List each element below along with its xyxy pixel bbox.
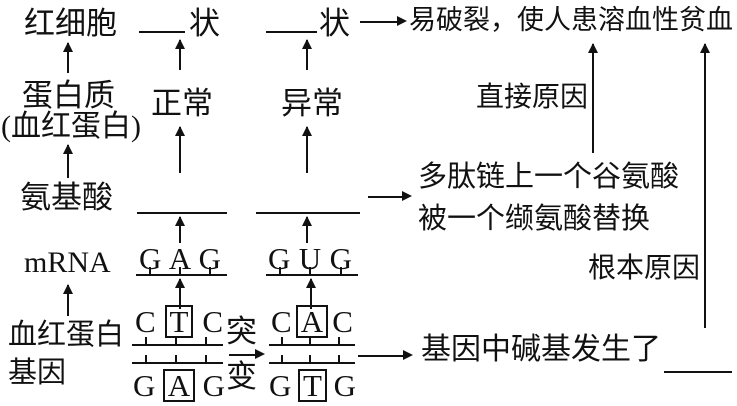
base: A [168,241,192,276]
base: G [268,241,291,276]
shape-blank-abnormal [266,31,317,33]
base: C [202,304,223,340]
arrow-up-blank-to-normal-icon [175,126,185,173]
red-blood-cell-label: 红细胞 [24,6,117,41]
base: G [269,368,292,404]
abnormal-label: 异常 [281,86,343,121]
arrow-right-to-gene-change-icon [358,350,413,360]
shape-suffix-normal: 状 [189,6,220,41]
dna-backbone-normal-bottom [132,355,223,364]
polypeptide-note-line2: 被一个缬氨酸替换 [418,203,651,235]
amino-blank-normal [137,212,227,214]
base: C [135,304,156,340]
mutation-char-top: 突 [226,314,257,349]
base: G [202,368,225,404]
base: U [298,241,322,276]
arrow-up-amino-to-protein-icon [63,144,73,178]
mutation-char-bottom: 变 [226,359,257,394]
base-boxed: A [295,305,329,339]
mutant-dna-top-strand: C A C [271,304,353,340]
shape-suffix-abnormal: 状 [319,6,350,41]
arrow-up-normal-to-shape-icon [175,39,185,70]
arrow-up-gug-to-blank-icon [302,216,312,243]
base: G [333,368,356,404]
result-text: 易破裂，使人患溶血性贫血 [409,5,733,35]
arrow-up-dna-to-mrna-normal-icon [175,278,185,309]
base: G [329,241,352,276]
arrow-up-protein-to-cell-icon [63,42,73,73]
base: C [332,304,353,340]
gene-base-change-text: 基因中碱基发生了 [421,333,661,366]
mutant-dna-bottom-strand: G T G [269,368,356,404]
arrow-up-root-cause-icon [700,43,710,328]
dna-backbone-normal-top [132,337,223,346]
mutant-mrna-codon: G U G [268,243,352,274]
gene-label-line2: 基因 [8,357,67,389]
mrna-label: mRNA [24,246,111,279]
mrna-backbone-mutant [266,267,358,276]
polypeptide-note-line1: 多肽链上一个谷氨酸 [418,161,680,193]
arrow-up-abnormal-to-shape-icon [302,39,312,70]
arrow-up-dna-to-mrna-mutant-icon [306,278,316,309]
direct-cause-label: 直接原因 [476,82,589,113]
mrna-backbone-normal [136,267,227,276]
amino-blank-abnormal [256,212,360,214]
base: C [271,304,292,340]
arrow-right-to-polypeptide-icon [368,191,412,201]
normal-dna-bottom-strand: G A G [133,368,225,404]
amino-acid-label: 氨基酸 [20,180,113,215]
base: G [198,241,221,276]
shape-blank-normal [139,31,185,33]
root-cause-label: 根本原因 [588,253,701,284]
normal-label: 正常 [151,86,213,121]
dna-backbone-mutant-bottom [269,355,355,364]
normal-dna-top-strand: C T C [135,304,223,340]
arrow-right-to-result-icon [360,16,407,26]
hemoglobin-paren-label: (血红蛋白) [1,110,141,143]
arrow-up-blank-to-abnormal-icon [302,126,312,173]
arrow-up-gene-to-mrna-icon [63,284,73,316]
base-boxed: T [298,369,327,403]
normal-mrna-codon: G A G [139,243,221,274]
base: G [133,368,156,404]
dna-backbone-mutant-top [269,337,355,346]
protein-label: 蛋白质 [22,78,115,113]
base-boxed: T [164,305,194,339]
gene-label-line1: 血红蛋白 [8,319,125,351]
base: G [139,241,162,276]
base-boxed: A [162,369,196,403]
mutation-arrow-icon [229,349,265,359]
arrow-up-gag-to-blank-icon [175,216,185,243]
gene-change-blank [664,371,732,373]
arrow-up-direct-cause-icon [588,43,598,153]
